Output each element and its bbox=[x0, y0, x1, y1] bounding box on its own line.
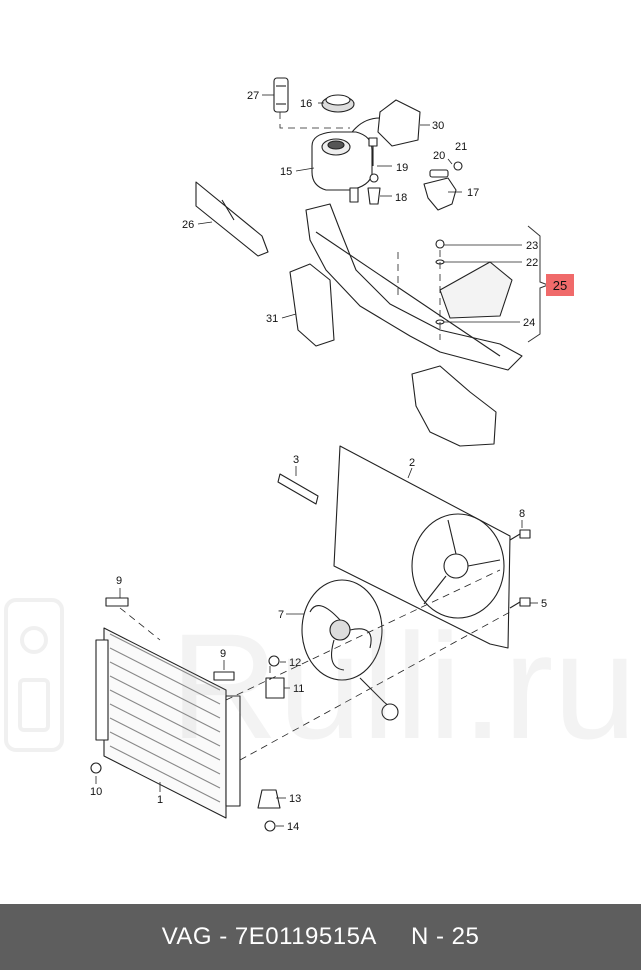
part-12-screw bbox=[268, 655, 280, 667]
callout-17: 17 bbox=[467, 187, 479, 199]
part-15-expansion-tank bbox=[311, 131, 373, 203]
part-20-pin bbox=[429, 169, 449, 178]
parts-diagram: 25 27 16 30 21 20 15 19 17 18 26 23 22 2… bbox=[4, 77, 574, 833]
callout-16: 16 bbox=[300, 98, 312, 110]
callout-20: 20 bbox=[433, 150, 445, 162]
callout-19: 19 bbox=[396, 162, 408, 174]
callout-14: 14 bbox=[287, 821, 299, 833]
callout-1: 1 bbox=[157, 794, 163, 806]
callout-15: 15 bbox=[280, 166, 292, 178]
part-5-bolt bbox=[509, 597, 531, 609]
callout-30: 30 bbox=[432, 120, 444, 132]
callout-9-top: 9 bbox=[116, 575, 122, 587]
callout-2: 2 bbox=[409, 457, 415, 469]
callout-7: 7 bbox=[278, 609, 284, 621]
footer-part-number: VAG - 7E0119515A bbox=[161, 923, 377, 950]
callout-8: 8 bbox=[519, 508, 525, 520]
callout-18: 18 bbox=[395, 192, 407, 204]
highlight-25-label: 25 bbox=[553, 278, 567, 293]
part-19-bolt bbox=[368, 137, 378, 166]
callout-27: 27 bbox=[247, 90, 259, 102]
callout-23: 23 bbox=[526, 240, 538, 252]
part-31-lock-carrier bbox=[289, 203, 523, 447]
highlight-25-box bbox=[546, 274, 574, 296]
callout-10: 10 bbox=[90, 786, 102, 798]
part-14-screw bbox=[264, 820, 276, 832]
part-21-screw bbox=[453, 161, 463, 171]
callout-11: 11 bbox=[293, 683, 304, 695]
part-27-hose bbox=[273, 77, 289, 113]
part-17-holder bbox=[423, 177, 457, 211]
part-13-mount bbox=[257, 789, 281, 809]
callout-22: 22 bbox=[526, 257, 538, 269]
callout-21: 21 bbox=[455, 141, 467, 153]
part-10-bolt bbox=[90, 762, 102, 774]
part-8-bolt bbox=[509, 529, 531, 541]
part-3-seal bbox=[277, 473, 319, 505]
part-9-clip-middle bbox=[213, 671, 235, 681]
footer-bar: VAG - 7E0119515A N - 25 bbox=[0, 904, 641, 970]
callout-12: 12 bbox=[289, 657, 301, 669]
part-26-air-guide bbox=[195, 181, 269, 257]
callout-3: 3 bbox=[293, 454, 299, 466]
part-9-clip-top bbox=[105, 597, 129, 607]
part-11-bracket bbox=[265, 677, 285, 699]
leader-lines bbox=[95, 94, 538, 827]
callout-13: 13 bbox=[289, 793, 301, 805]
part-16-cap bbox=[321, 94, 355, 113]
part-1-radiator bbox=[95, 627, 241, 819]
callouts: 27 16 30 21 20 15 19 17 18 26 23 22 24 3… bbox=[90, 90, 547, 833]
part-25-deflector bbox=[439, 261, 513, 319]
part-7-fan bbox=[301, 579, 399, 721]
part-18-clip bbox=[367, 173, 381, 205]
callout-5: 5 bbox=[541, 598, 547, 610]
callout-31: 31 bbox=[266, 313, 278, 325]
footer-page-ref: N - 25 bbox=[410, 923, 480, 950]
assembly-lines bbox=[119, 112, 511, 761]
part-2-fan-shroud bbox=[333, 445, 511, 649]
part-23-screw bbox=[435, 239, 445, 249]
callout-9-middle: 9 bbox=[220, 648, 226, 660]
callout-24: 24 bbox=[523, 317, 535, 329]
callout-26: 26 bbox=[182, 219, 194, 231]
watermark-logo bbox=[4, 598, 64, 752]
